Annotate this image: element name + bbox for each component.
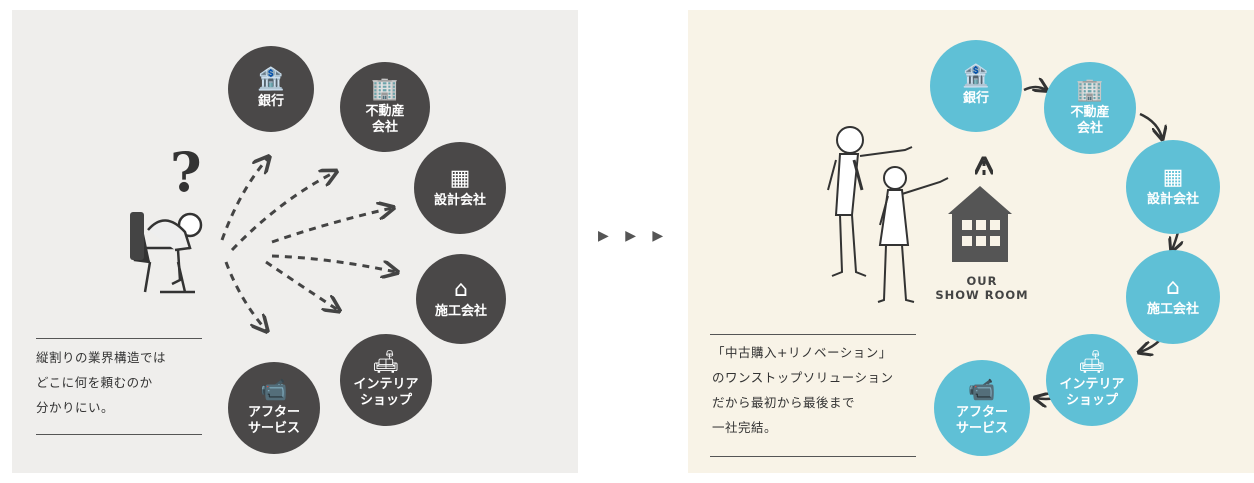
bank-icon: 🏦 (257, 67, 285, 92)
left-node-realestate: 🏢 不動産 会社 (340, 62, 430, 152)
dashed-arrows (220, 158, 396, 330)
right-node-interior: 🛋 インテリア ショップ (1046, 334, 1138, 426)
security-camera-icon: 📹 (260, 378, 288, 403)
office-building-icon: 🏢 (371, 77, 399, 102)
left-node-construction: ⌂ 施工会社 (416, 254, 506, 344)
right-node-design: ▦ 設計会社 (1126, 140, 1220, 234)
showroom-building-icon (948, 160, 1012, 262)
house-hammer-icon: ⌂ (1166, 275, 1180, 300)
left-caption: 縦割りの業界構造では どこに何を頼むのか 分かりにい。 (36, 350, 167, 415)
caption-rule-bottom (36, 434, 202, 435)
sofa-icon: 🛋 (1078, 350, 1106, 375)
house-hammer-icon: ⌂ (454, 277, 468, 302)
floor-plan-icon: ▦ (449, 166, 471, 191)
left-node-interior: 🛋 インテリア ショップ (340, 334, 432, 426)
sofa-icon: 🛋 (372, 350, 400, 375)
left-node-design: ▦ 設計会社 (414, 142, 506, 234)
right-caption-rule-top (710, 334, 916, 335)
floor-plan-icon: ▦ (1162, 165, 1184, 190)
transition-arrows: ▶ ▶ ▶ (598, 228, 670, 244)
right-caption-rule-bottom (710, 456, 916, 457)
showroom-label: OUR SHOW ROOM (935, 274, 1029, 302)
bank-icon: 🏦 (962, 64, 990, 89)
pointing-people-icon (827, 126, 949, 303)
right-caption: 「中古購入+リノベーション」 のワンストップソリューション だから最初から最後ま… (712, 345, 894, 435)
right-node-aftercare: 📹 アフター サービス (934, 360, 1030, 456)
office-building-icon: 🏢 (1076, 78, 1104, 103)
left-node-bank: 🏦 銀行 (228, 46, 314, 132)
caption-rule-top (36, 338, 202, 339)
right-node-realestate: 🏢 不動産 会社 (1044, 62, 1136, 154)
security-camera-icon: 📹 (968, 378, 996, 403)
right-node-construction: ⌂ 施工会社 (1126, 250, 1220, 344)
left-node-aftercare: 📹 アフター サービス (228, 362, 320, 454)
confused-person-icon (130, 212, 203, 294)
right-node-bank: 🏦 銀行 (930, 40, 1022, 132)
question-mark: ? (170, 140, 202, 204)
